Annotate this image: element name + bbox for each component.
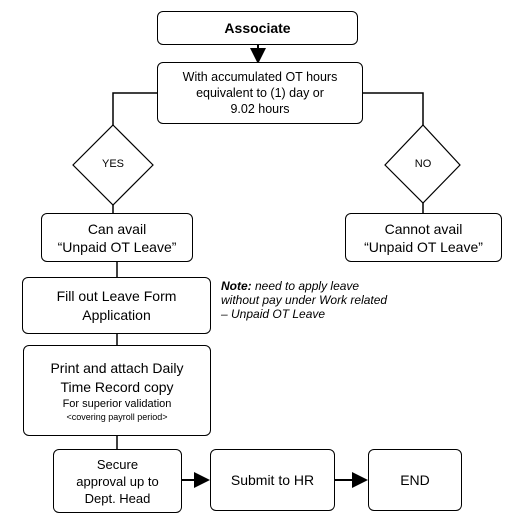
print-attach-line-1: Print and attach Daily [50, 359, 184, 376]
end-label: END [400, 472, 430, 488]
fill-form-line-2: Application [82, 306, 151, 323]
line-to-no [362, 92, 424, 125]
secure-line-3: Dept. Head [84, 490, 151, 506]
note-prefix: Note: [221, 279, 252, 293]
note-line-2: without pay under Work related [221, 293, 388, 307]
secure-line-1: Secure [96, 456, 139, 472]
condition-line-1: With accumulated OT hours [182, 70, 338, 84]
note-line-1: need to apply leave [251, 279, 360, 293]
condition-box: With accumulated OT hours equivalent to … [157, 62, 363, 124]
line-to-yes [112, 92, 157, 125]
condition-line-2: equivalent to (1) day or [196, 86, 324, 100]
condition-line-3: 9.02 hours [230, 102, 290, 116]
cannot-avail-line-2: “Unpaid OT Leave” [364, 238, 483, 255]
fill-form-box: Fill out Leave Form Application [22, 277, 211, 334]
secure-line-2: approval up to [76, 473, 159, 489]
can-avail-box: Can avail “Unpaid OT Leave” [41, 213, 193, 262]
print-attach-box: Print and attach Daily Time Record copy … [23, 345, 211, 436]
can-avail-line-1: Can avail [87, 220, 147, 237]
fill-form-line-1: Fill out Leave Form [56, 287, 177, 304]
yes-label: YES [101, 158, 124, 170]
validation-line-1: For superior validation [62, 397, 172, 410]
print-attach-line-2: Time Record copy [60, 378, 174, 395]
no-label: NO [414, 158, 432, 170]
associate-label: Associate [224, 20, 291, 36]
associate-box: Associate [157, 11, 358, 45]
cannot-avail-line-1: Cannot avail [384, 220, 463, 237]
end-box: END [368, 449, 462, 511]
secure-approval-box: Secure approval up to Dept. Head [53, 449, 182, 513]
submit-to-hr-box: Submit to HR [210, 449, 335, 511]
submit-label: Submit to HR [230, 472, 315, 488]
cannot-avail-box: Cannot avail “Unpaid OT Leave” [345, 213, 502, 262]
validation-line-2: <covering payroll period> [66, 411, 168, 422]
note-line-3: – Unpaid OT Leave [221, 307, 326, 321]
note-text: Note: need to apply leave without pay un… [221, 279, 387, 321]
can-avail-line-2: “Unpaid OT Leave” [57, 238, 177, 255]
